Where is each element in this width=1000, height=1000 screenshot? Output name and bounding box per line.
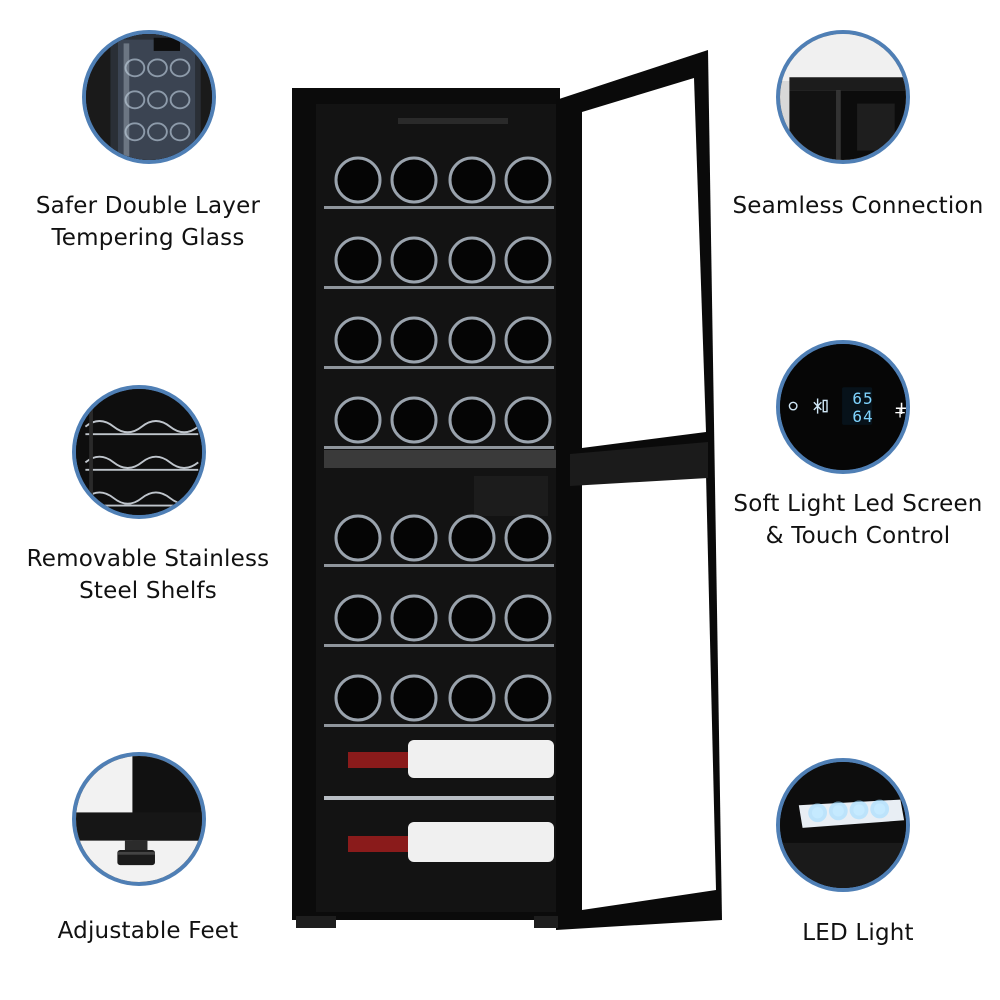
bottle xyxy=(448,316,496,364)
bottle xyxy=(334,674,382,722)
bottle xyxy=(390,316,438,364)
hinge-closeup-icon xyxy=(776,30,910,164)
bottle xyxy=(334,514,382,562)
bottle xyxy=(504,236,552,284)
bottle xyxy=(504,594,552,642)
shelf xyxy=(324,644,554,647)
bottle xyxy=(334,236,382,284)
bottle xyxy=(504,396,552,444)
feature-label-line: Safer Double Layer xyxy=(35,193,261,219)
bottle xyxy=(334,594,382,642)
shelf xyxy=(324,446,554,449)
touch-panel-closeup-icon: + − 65 64 + xyxy=(776,340,910,474)
bottle xyxy=(334,316,382,364)
wine-cooler-image xyxy=(288,50,728,930)
display-top-value: 65 xyxy=(852,389,874,408)
bottle xyxy=(504,156,552,204)
shelf xyxy=(324,206,554,209)
bottle xyxy=(334,396,382,444)
bottle xyxy=(390,594,438,642)
bottle xyxy=(448,594,496,642)
feature-label-line: Tempering Glass xyxy=(51,225,245,251)
bottle xyxy=(448,156,496,204)
feature-label-line: & Touch Control xyxy=(765,523,951,549)
feature-label-line: Seamless Connection xyxy=(732,193,984,219)
bottle xyxy=(504,514,552,562)
bottle xyxy=(390,236,438,284)
bottle xyxy=(390,396,438,444)
led-strip-closeup-icon xyxy=(776,758,910,892)
bottle xyxy=(334,156,382,204)
bottle xyxy=(448,396,496,444)
display-bottom-value: 64 xyxy=(852,407,874,426)
bottle xyxy=(390,514,438,562)
feature-label-line: Removable Stainless xyxy=(26,546,270,572)
bottle xyxy=(448,514,496,562)
svg-text:+: + xyxy=(894,403,906,421)
wine-cooler-illustration xyxy=(292,50,722,930)
bottle xyxy=(390,674,438,722)
bottle xyxy=(504,316,552,364)
glass-door-closeup-icon xyxy=(82,30,216,164)
plus-icon[interactable]: + xyxy=(894,398,910,419)
bottle xyxy=(448,674,496,722)
shelf xyxy=(324,286,554,289)
feature-label-line: LED Light xyxy=(802,920,914,946)
feature-label-line: Soft Light Led Screen xyxy=(733,491,983,517)
leveling-foot-closeup-icon xyxy=(72,752,206,886)
shelf xyxy=(324,564,554,567)
shelf xyxy=(324,366,554,369)
feature-label-line: Adjustable Feet xyxy=(57,918,239,944)
wire-shelf-closeup-icon xyxy=(72,385,206,519)
bottle xyxy=(504,674,552,722)
shelf xyxy=(324,724,554,727)
shelf xyxy=(324,796,554,800)
bottle xyxy=(448,236,496,284)
bottle xyxy=(390,156,438,204)
feature-label-line: Steel Shelfs xyxy=(79,578,217,604)
